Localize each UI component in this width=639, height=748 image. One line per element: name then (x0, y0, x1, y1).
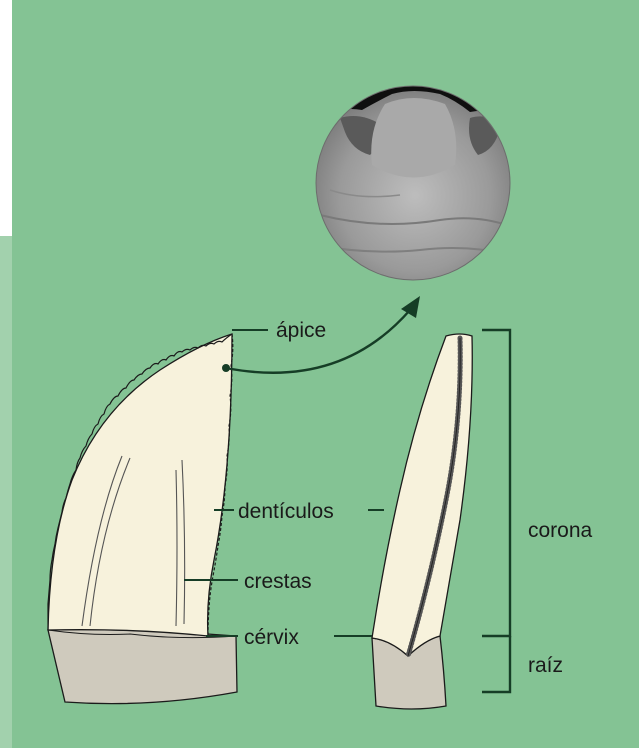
left-tooth-root (48, 630, 237, 704)
label-apex: ápice (276, 319, 326, 342)
side-strip (0, 236, 12, 748)
label-ridges: crestas (244, 570, 312, 593)
label-denticles: dentículos (238, 500, 334, 523)
label-crown: corona (528, 519, 593, 542)
label-root: raíz (528, 654, 563, 677)
apex-dot (222, 364, 230, 372)
label-cervix: cérvix (244, 626, 299, 649)
